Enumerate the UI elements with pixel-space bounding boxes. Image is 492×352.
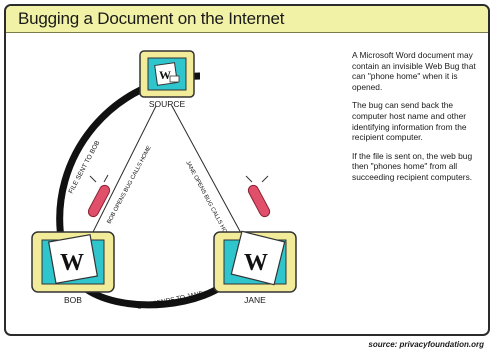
page-title: Bugging a Document on the Internet (18, 9, 285, 28)
line-source-jane (171, 105, 249, 247)
description-paragraph-3: If the file is sent on, the web bug then… (352, 150, 473, 182)
title-bar: Bugging a Document on the Internet (6, 6, 488, 33)
bob-word-glyph: W (60, 250, 84, 276)
diagram-frame: Bugging a Document on the Internet FILE … (4, 4, 490, 336)
description-paragraph-2: The bug can send back the computer host … (352, 100, 467, 143)
diagram-canvas: FILE SENT TO BOB BOB SENDS TO JANE BOB O… (31, 50, 297, 311)
bug-bob-icon (87, 174, 111, 218)
source-credit: source: privacyfoundation.org (368, 340, 484, 349)
jane-word-glyph: W (244, 250, 268, 276)
label-bob-opens: BOB OPENS BUG CALLS HOME (106, 145, 152, 225)
jane-computer-icon: W (213, 230, 297, 293)
node-label-jane: JANE (244, 295, 266, 305)
source-word-glyph: W (159, 68, 171, 82)
node-label-bob: BOB (64, 295, 82, 305)
node-label-source: SOURCE (148, 99, 186, 109)
description-paragraph-1: A Microsoft Word document may contain an… (352, 50, 476, 92)
line-source-bob (85, 105, 157, 247)
bob-computer-icon: W (31, 231, 115, 293)
description-text: A Microsoft Word document may contain an… (352, 50, 486, 191)
source-computer-icon: W (139, 50, 195, 98)
bug-jane-icon (245, 175, 271, 218)
